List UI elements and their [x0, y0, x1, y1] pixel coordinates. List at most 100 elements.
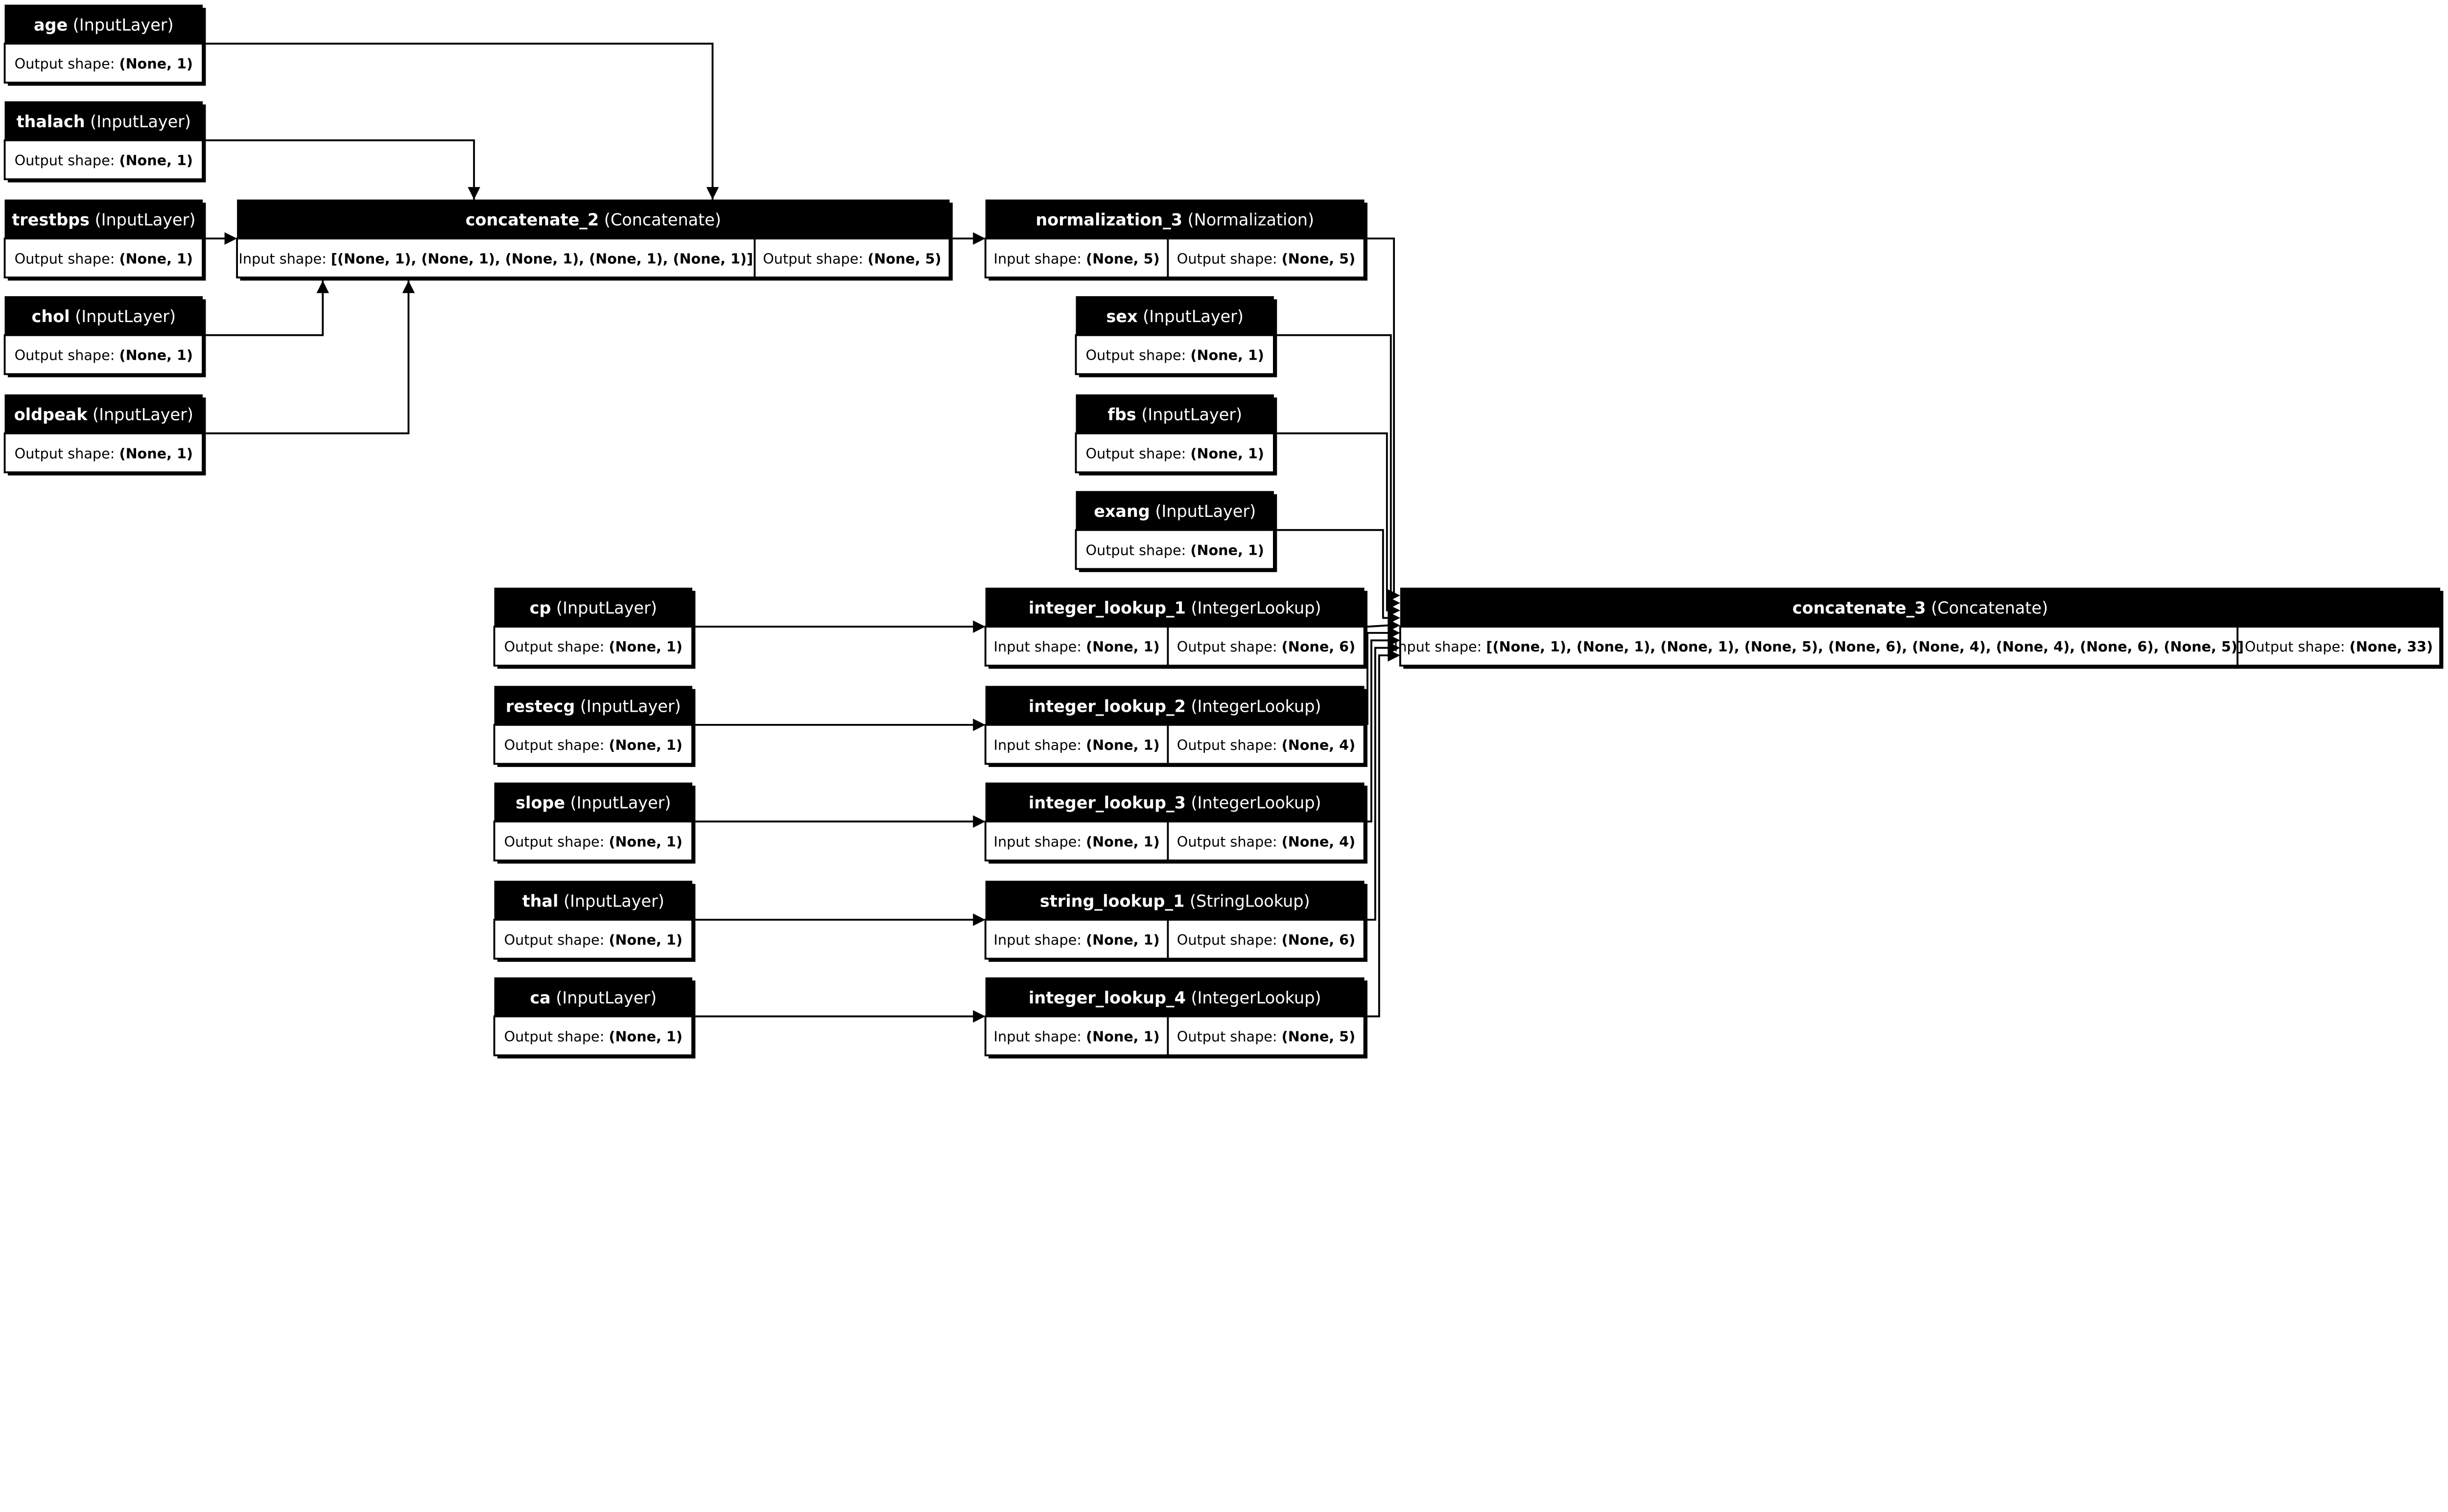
- value: exang: [1094, 502, 1150, 521]
- label: Output shape:: [15, 55, 119, 72]
- value: integer_lookup_3: [1029, 793, 1186, 812]
- node-header: [494, 686, 693, 725]
- label: Output shape:: [1085, 347, 1190, 364]
- node-restecg[interactable]: restecg (InputLayer) Output shape: (None,…: [493, 686, 696, 767]
- node-chol[interactable]: chol (InputLayer)Output shape: (None, 1): [3, 296, 206, 377]
- node-fbs[interactable]: fbs (InputLayer)Output shape: (None, 1): [1075, 394, 1277, 476]
- node-age[interactable]: age (InputLayer)Output shape: (None, 1): [3, 4, 206, 86]
- value: (None, 1): [609, 737, 683, 753]
- value: (None, 1): [609, 1028, 683, 1045]
- node-integer_lookup_3[interactable]: integer_lookup_3 (IntegerLookup)Input sh…: [984, 782, 1367, 864]
- node-title: restecg (InputLayer): [506, 697, 681, 716]
- output-shape: Output shape: (None, 1): [1085, 347, 1264, 364]
- node-title: oldpeak (InputLayer): [14, 405, 193, 424]
- node-trestbps[interactable]: trestbps (InputLayer)Output shape: (None…: [3, 199, 206, 281]
- arrowhead: [706, 187, 719, 200]
- value: integer_lookup_4: [1029, 988, 1186, 1007]
- label: Input shape:: [994, 931, 1086, 948]
- value: normalization_3: [1036, 210, 1182, 229]
- node-thal[interactable]: thal (InputLayer)Output shape: (None, 1): [493, 881, 696, 962]
- label: (InputLayer): [87, 405, 193, 424]
- edge-integer_lookup_4-to-concatenate_3: [1367, 654, 1391, 1018]
- value: [(None, 1), (None, 1), (None, 1), (None,…: [1486, 638, 2244, 655]
- node-concatenate_2[interactable]: concatenate_2 (Concatenate)Input shape: …: [236, 199, 953, 281]
- label: Output shape:: [1177, 638, 1282, 655]
- node-oldpeak[interactable]: oldpeak (InputLayer)Output shape: (None,…: [3, 394, 206, 476]
- output-shape: Output shape: (None, 1): [1085, 445, 1264, 462]
- node-body: [493, 820, 693, 861]
- node-title: normalization_3 (Normalization): [1036, 210, 1314, 229]
- node-body: [493, 1015, 693, 1056]
- node-title: ca (InputLayer): [530, 988, 657, 1007]
- output-shape: Output shape: (None, 5): [1177, 1028, 1355, 1045]
- label: (InputLayer): [90, 210, 195, 229]
- node-header: [985, 686, 1365, 725]
- value: slope: [516, 793, 565, 812]
- edge-oldpeak-to-concatenate_2: [206, 280, 410, 435]
- node-concatenate_3[interactable]: concatenate_3 (Concatenate)Input shape: …: [1394, 587, 2444, 669]
- edge-thalach-to-concatenate_2: [206, 139, 475, 200]
- node-title: string_lookup_1 (StringLookup): [1040, 891, 1310, 910]
- edge-chol-to-concatenate_2: [206, 280, 324, 336]
- node-header: [985, 587, 1365, 627]
- output-shape: Output shape: (None, 5): [1177, 250, 1355, 267]
- label: Output shape:: [1085, 445, 1190, 462]
- value: (None, 4): [1282, 737, 1356, 753]
- label: (Normalization): [1182, 210, 1314, 229]
- node-slope[interactable]: slope (InputLayer)Output shape: (None, 1…: [493, 782, 696, 864]
- value: integer_lookup_2: [1029, 697, 1186, 716]
- value: thalach: [17, 112, 85, 131]
- value: restecg: [506, 697, 575, 716]
- node-body: [1075, 432, 1275, 473]
- node-header: [1076, 296, 1274, 335]
- value: (None, 1): [1086, 737, 1160, 753]
- label: Output shape:: [504, 737, 609, 753]
- output-shape: Output shape: (None, 6): [1177, 931, 1355, 948]
- node-header: [4, 101, 203, 140]
- node-sex[interactable]: sex (InputLayer)Output shape: (None, 1): [1075, 296, 1277, 377]
- node-cp[interactable]: cp (InputLayer)Output shape: (None, 1): [493, 587, 696, 669]
- input-shape: Input shape: [(None, 1), (None, 1), (Non…: [238, 250, 753, 267]
- value: (None, 1): [609, 638, 683, 655]
- value: (None, 1): [609, 833, 683, 850]
- output-shape: Output shape: (None, 33): [2245, 638, 2433, 655]
- arrowhead: [973, 620, 986, 633]
- node-title: trestbps (InputLayer): [12, 210, 195, 229]
- node-string_lookup_1[interactable]: string_lookup_1 (StringLookup) Input shap…: [984, 881, 1367, 962]
- label: Output shape:: [504, 931, 609, 948]
- node-body: [984, 626, 1365, 667]
- node-normalization_3[interactable]: normalization_3 (Normalization) Input sha…: [984, 199, 1367, 281]
- output-shape: Output shape: (None, 1): [15, 152, 193, 169]
- arrowhead: [973, 232, 986, 245]
- node-ca[interactable]: ca (InputLayer)Output shape: (None, 1): [493, 977, 696, 1059]
- node-header: [985, 977, 1365, 1017]
- output-shape: Output shape: (None, 4): [1177, 737, 1355, 753]
- label: (StringLookup): [1184, 891, 1310, 910]
- value: (None, 1): [1086, 638, 1160, 655]
- value: (None, 1): [609, 931, 683, 948]
- label: (InputLayer): [85, 112, 191, 131]
- label: Input shape:: [994, 250, 1086, 267]
- label: (InputLayer): [68, 15, 173, 34]
- label: Output shape:: [504, 833, 609, 850]
- node-exang[interactable]: exang (InputLayer)Output shape: (None, 1…: [1075, 491, 1277, 572]
- label: Output shape:: [504, 638, 609, 655]
- value: concatenate_3: [1792, 598, 1926, 617]
- value: trestbps: [12, 210, 90, 229]
- node-integer_lookup_2[interactable]: integer_lookup_2 (IntegerLookup)Input sh…: [984, 686, 1367, 767]
- value: cp: [530, 598, 551, 617]
- node-body: [3, 43, 204, 84]
- label: Output shape:: [15, 445, 119, 462]
- label: (InputLayer): [70, 307, 176, 326]
- node-integer_lookup_1[interactable]: integer_lookup_1 (IntegerLookup)Input sh…: [984, 587, 1367, 669]
- edge-exang-to-concatenate_3: [1277, 529, 1391, 619]
- node-body: [1075, 334, 1275, 375]
- node-integer_lookup_4[interactable]: integer_lookup_4 (IntegerLookup)Input sh…: [984, 977, 1367, 1059]
- label: (InputLayer): [1150, 502, 1256, 521]
- input-shape: Input shape: (None, 1): [994, 737, 1160, 753]
- node-thalach[interactable]: thalach (InputLayer) Output shape: (None,…: [3, 101, 206, 183]
- value: (None, 1): [1190, 347, 1264, 364]
- input-shape: Input shape: (None, 1): [994, 931, 1160, 948]
- edge-string_lookup_1-to-concatenate_3: [1367, 647, 1391, 921]
- output-shape: Output shape: (None, 1): [504, 737, 683, 753]
